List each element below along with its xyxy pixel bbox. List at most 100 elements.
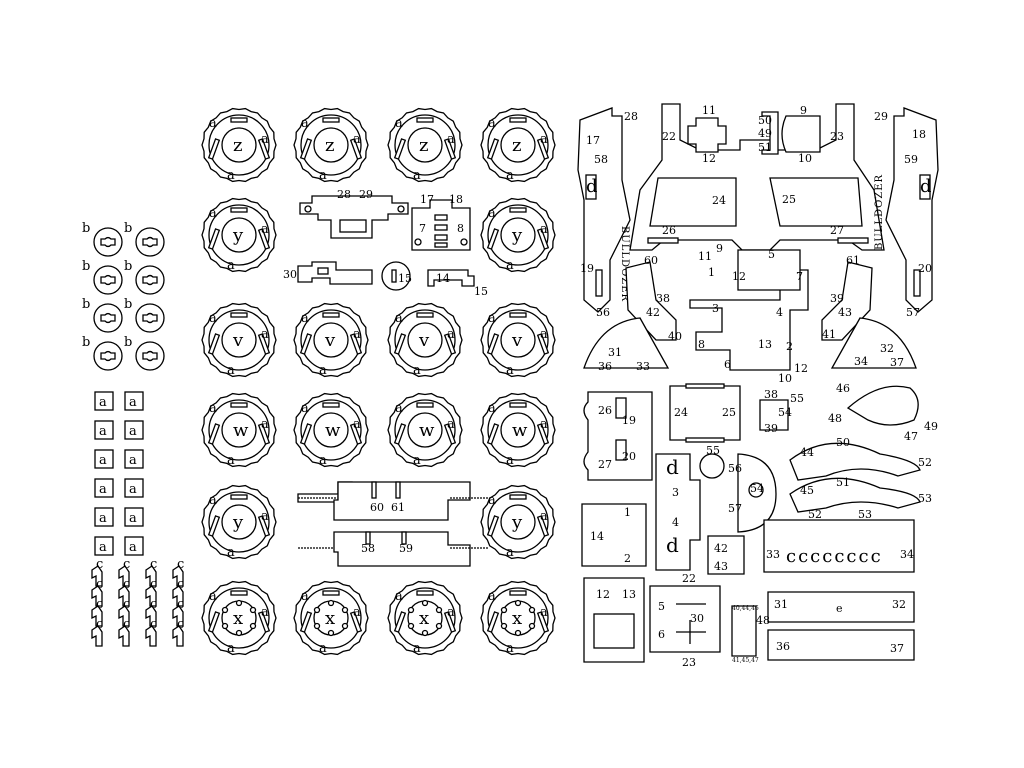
button-letter: b (82, 335, 90, 350)
wheel-rim-letter: a (227, 168, 235, 183)
tile-letter: a (129, 424, 137, 439)
part-label-n43: 43 (714, 560, 728, 573)
wheel-rim-letter: a (261, 327, 269, 342)
body-label-7: 7 (796, 270, 803, 283)
part-14-15-hook: 14 15 (427, 269, 488, 298)
part-label-n31: 31 (774, 598, 788, 611)
hook-letter: c (150, 557, 157, 572)
wheel-center-letter: z (325, 135, 334, 156)
part-label-n30: 30 (690, 612, 704, 625)
hook-part: c (118, 617, 130, 647)
wheel-rim-letter: a (395, 589, 403, 604)
hook-letter: c (96, 577, 103, 592)
part-58-59-rail: 58 59 (298, 531, 488, 567)
tile-letter: a (99, 424, 107, 439)
wheel-rim-letter: a (413, 363, 421, 378)
hook-letter: c (177, 597, 184, 612)
body-label-1: 1 (708, 266, 715, 279)
hook-letter: c (150, 577, 157, 592)
hook-part: c (118, 557, 130, 587)
button-letter: b (124, 335, 132, 350)
tile-letter: a (129, 482, 137, 497)
part-label-n26: 26 (598, 404, 612, 417)
brand-right: BULLDOZER (874, 174, 885, 250)
wheel-rim-letter: a (447, 327, 455, 342)
button-letter: b (124, 221, 132, 236)
hook-letter: c (177, 557, 184, 572)
part-17-18-ladder: 17 18 7 8 (411, 193, 471, 251)
label-8: 8 (457, 222, 464, 235)
part-label-n57: 57 (728, 502, 742, 515)
part-30: 30 (283, 261, 373, 285)
button-letter: b (124, 259, 132, 274)
part-label-n47: 47 (904, 430, 918, 443)
part-label-n13: 13 (622, 588, 636, 601)
body-label-24: 24 (712, 194, 726, 207)
wheel-rim-letter: a (395, 116, 403, 131)
hook-part: c (145, 617, 157, 647)
label-7: 7 (419, 222, 426, 235)
body-label-8: 8 (698, 338, 705, 351)
wheel-center-letter: y (511, 225, 523, 246)
part-label-n39: 39 (764, 422, 778, 435)
part-label-comb_letters: cccccccc (786, 546, 883, 567)
hook-letter: c (177, 577, 184, 592)
hook-letter: c (150, 597, 157, 612)
wheel-center-letter: z (419, 135, 428, 156)
part-label-n34: 34 (900, 548, 914, 561)
label-30: 30 (283, 268, 297, 281)
part-label-n46: 46 (836, 382, 850, 395)
part-label-d2: d (666, 533, 679, 557)
part-label-n5: 5 (658, 600, 665, 613)
part-label-n52: 52 (918, 456, 932, 469)
body-label-36: 36 (598, 360, 612, 373)
body-label-9: 9 (800, 104, 807, 117)
hook-part: c (145, 557, 157, 587)
body-label-37: 37 (890, 356, 904, 369)
wheel-center-letter: w (419, 420, 435, 441)
body-letter-d-left: d (586, 176, 598, 197)
body-label-23: 23 (830, 130, 844, 143)
wheel-rim-letter: a (319, 168, 327, 183)
hook-part: c (91, 617, 103, 647)
part-label-n53b: 53 (858, 508, 872, 521)
part-label-n48b: 48 (756, 614, 770, 627)
wheel-center-letter: w (233, 420, 249, 441)
hook-part: c (145, 597, 157, 627)
wheel-rim-letter: a (261, 509, 269, 524)
body-label-50: 50 (758, 114, 772, 127)
lower-right-parts (581, 383, 921, 663)
body-label-6: 6 (724, 358, 731, 371)
body-number-labels: 2817581956221112504951910232918592057242… (580, 104, 932, 385)
body-label-5: 5 (768, 248, 775, 261)
body-label-18: 18 (912, 128, 926, 141)
part-label-n42: 42 (714, 542, 728, 555)
part-label-n44: 44 (800, 446, 814, 459)
body-label-34: 34 (854, 355, 868, 368)
tile-letter: a (129, 540, 137, 555)
part-label-n41: 41,45,47 (732, 657, 759, 664)
tile-letter: a (99, 395, 107, 410)
wheel-rim-letter: a (506, 363, 514, 378)
hook-part: c (118, 597, 130, 627)
hook-part: c (145, 577, 157, 607)
wheel-rim-letter: a (319, 363, 327, 378)
wheel-center-letter: w (512, 420, 528, 441)
hook-part: c (91, 557, 103, 587)
part-label-n14: 14 (590, 530, 604, 543)
wheel-rim-letter: a (447, 132, 455, 147)
wheel-rim-letter: a (301, 401, 309, 416)
part-label-n27: 27 (598, 458, 612, 471)
wheel-center-letter: v (324, 330, 336, 351)
wheel-rim-letter: a (209, 116, 217, 131)
part-label-n36: 36 (776, 640, 790, 653)
